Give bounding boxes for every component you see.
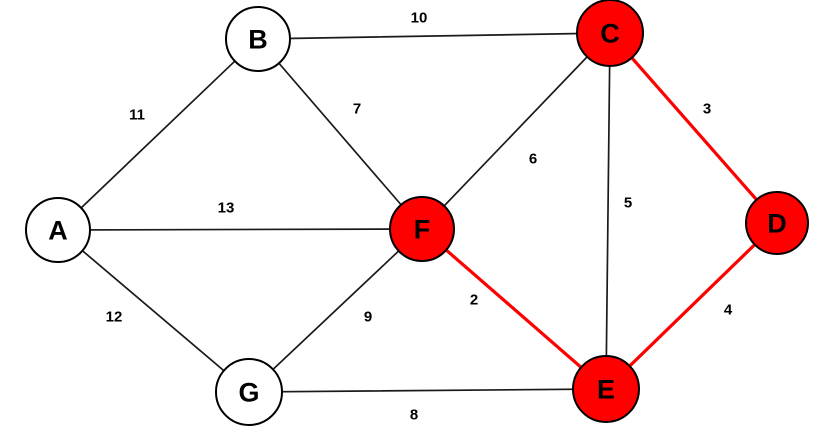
edge-weight-A-B: 11	[129, 106, 145, 123]
edge-weight-C-E: 5	[624, 194, 632, 211]
node-A	[25, 197, 91, 263]
edge-weight-F-E: 2	[470, 291, 478, 308]
edge-A-F	[57, 228, 423, 231]
edge-B-C	[257, 32, 611, 40]
node-label-B: B	[248, 25, 268, 55]
edge-weight-D-E: 4	[724, 301, 733, 318]
edge-C-D	[608, 31, 779, 225]
edge-F-G	[248, 228, 423, 393]
node-label-C: C	[600, 19, 620, 49]
node-F	[389, 196, 455, 262]
edge-C-E	[605, 32, 611, 390]
edge-C-F	[421, 32, 611, 230]
edge-weight-F-G: 9	[364, 308, 372, 325]
node-label-D: D	[767, 209, 787, 239]
node-E	[572, 355, 640, 423]
edge-A-B	[57, 38, 259, 231]
edge-weight-A-G: 12	[106, 308, 123, 325]
edge-weight-B-C: 10	[411, 9, 428, 26]
edge-G-E	[248, 388, 607, 393]
edge-weight-B-F: 7	[353, 100, 361, 117]
node-label-F: F	[414, 215, 431, 245]
node-B	[225, 6, 291, 72]
edge-D-E	[604, 221, 779, 391]
node-label-A: A	[48, 216, 68, 246]
node-label-E: E	[597, 375, 615, 405]
edge-weight-A-F: 13	[218, 199, 235, 216]
node-G	[215, 358, 283, 426]
node-label-G: G	[238, 378, 259, 408]
edge-B-F	[257, 38, 423, 230]
edge-A-G	[57, 229, 250, 393]
edge-weight-G-E: 8	[410, 406, 418, 423]
node-D	[745, 191, 809, 255]
edge-weight-C-F: 6	[529, 150, 537, 167]
edge-weight-C-D: 3	[703, 100, 711, 117]
edge-F-E	[420, 227, 608, 391]
node-C	[576, 0, 644, 67]
